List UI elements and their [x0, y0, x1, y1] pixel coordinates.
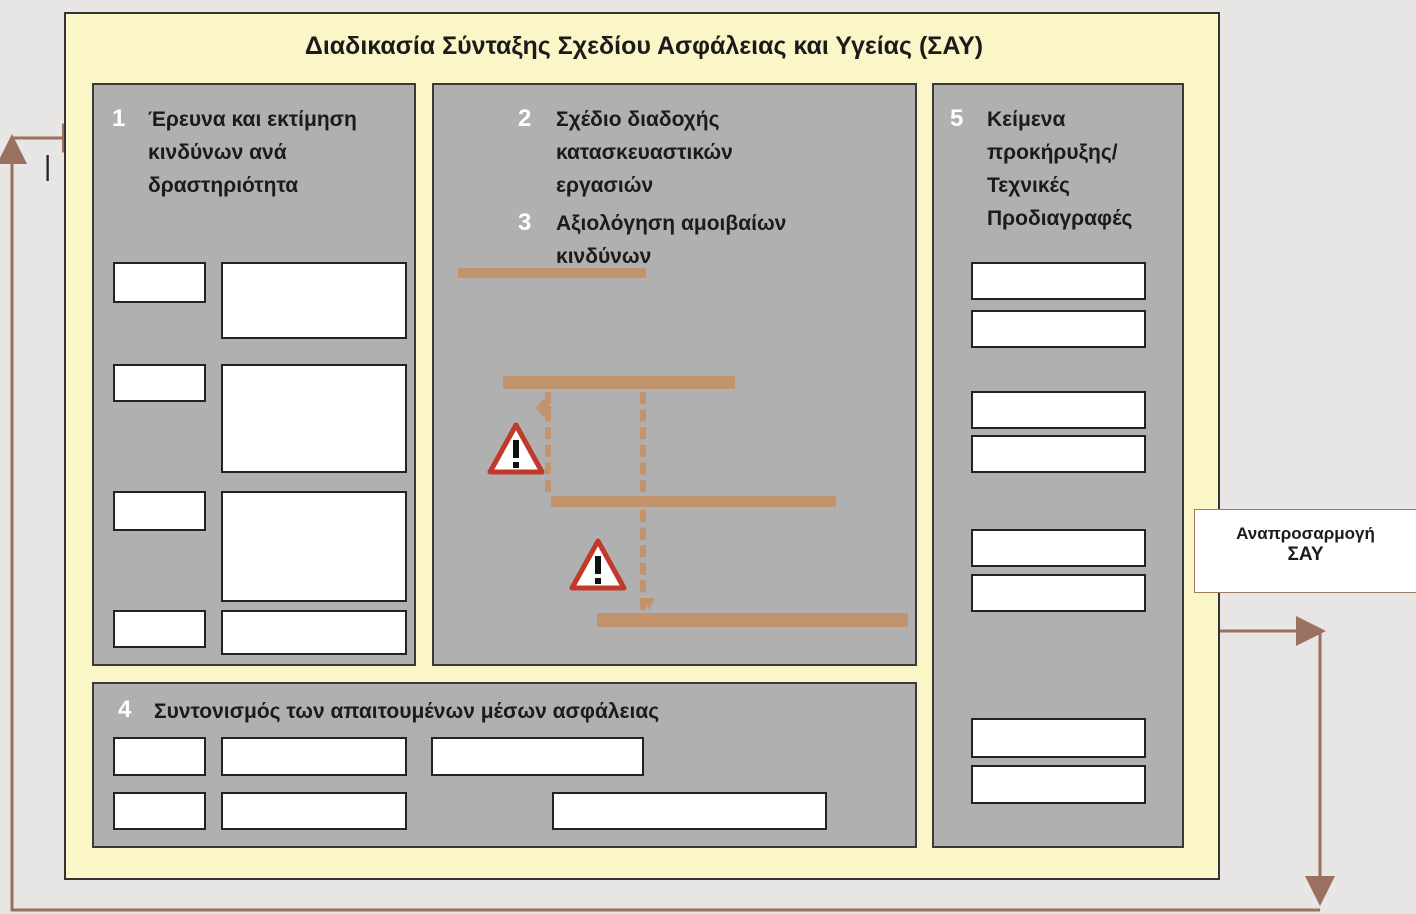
update-label-line2: ΣΑΥ	[1287, 544, 1324, 565]
measure-box	[221, 792, 407, 830]
schedule-bar	[597, 613, 908, 627]
document-box	[971, 310, 1146, 348]
panel4-heading: Συντονισμός των απαιτουμένων μέσων ασφάλ…	[154, 700, 660, 723]
step-number-1: 1	[112, 105, 126, 132]
risk-box	[221, 491, 407, 602]
document-box	[971, 765, 1146, 804]
dependency-line	[640, 392, 646, 492]
dependency-line	[545, 392, 551, 492]
document-box	[971, 262, 1146, 300]
measure-box	[552, 792, 827, 830]
panel-work-sequence	[432, 83, 917, 666]
side-mark: |	[44, 150, 52, 181]
step-number-4: 4	[118, 696, 132, 723]
dependency-line	[640, 510, 646, 610]
activity-box	[113, 262, 206, 303]
document-box	[971, 529, 1146, 567]
document-box	[971, 574, 1146, 612]
document-box	[971, 718, 1146, 758]
measure-box	[113, 792, 206, 830]
step-number-2: 2	[518, 105, 532, 132]
plan-update-box: Αναπροσαρμογή ΣΑΥ	[1194, 509, 1416, 593]
measure-box	[221, 737, 407, 776]
document-box	[971, 435, 1146, 473]
activity-box	[113, 610, 206, 648]
activity-box	[113, 364, 206, 402]
feedback-loop-arrow	[0, 123, 1335, 912]
measure-box	[113, 737, 206, 776]
schedule-bar	[458, 268, 646, 278]
step-number-5: 5	[950, 105, 964, 132]
risk-box	[221, 262, 407, 339]
warning-triangle-icon	[569, 538, 627, 592]
schedule-bar	[551, 496, 836, 507]
dependency-arrowheads	[536, 398, 655, 610]
step-number-3: 3	[518, 209, 532, 236]
schedule-bar	[503, 376, 735, 389]
risk-box	[221, 610, 407, 655]
risk-box	[221, 364, 407, 473]
document-box	[971, 391, 1146, 429]
diagram-title: Διαδικασία Σύνταξης Σχεδίου Ασφάλειας κα…	[304, 32, 984, 60]
update-label-line1: Αναπροσαρμογή	[1236, 524, 1375, 543]
warning-triangle-icon	[487, 422, 545, 476]
measure-box	[431, 737, 644, 776]
activity-box	[113, 491, 206, 531]
